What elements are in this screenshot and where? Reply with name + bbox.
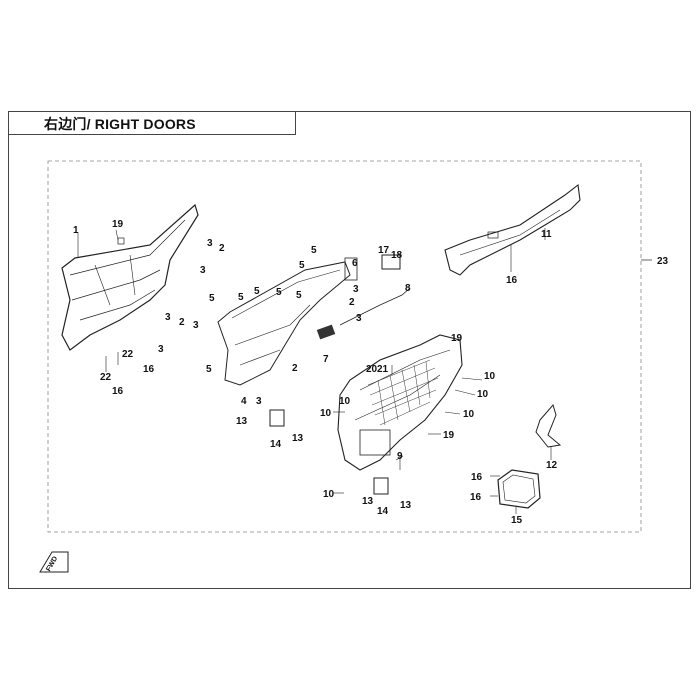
callout-c19a: 19 [112, 219, 124, 230]
door-handle [316, 324, 336, 340]
door-frame [217, 257, 358, 386]
callout-c13a: 13 [236, 416, 248, 427]
callout-c10c: 10 [463, 409, 475, 420]
callout-c16a: 16 [143, 364, 155, 375]
callout-c5h: 5 [206, 364, 212, 375]
callout-c1: 1 [73, 225, 79, 236]
callout-c10f: 10 [323, 489, 335, 500]
callout-c3c: 3 [165, 312, 171, 323]
assembly-boundary [47, 160, 642, 533]
leader-lines [77, 228, 552, 514]
callout-c22b: 22 [100, 372, 112, 383]
callout-c10a: 10 [484, 371, 496, 382]
callout-c3b: 3 [200, 265, 206, 276]
callout-c2b: 2 [179, 317, 185, 328]
callout-c16d: 16 [471, 472, 483, 483]
callout-c2d: 2 [292, 363, 298, 374]
callout-c20: 20 [366, 364, 378, 375]
fwd-arrow-icon: FWD [39, 551, 69, 573]
release-cable [339, 287, 411, 326]
door-mesh [367, 359, 439, 426]
callout-c3h: 3 [256, 396, 262, 407]
callout-c10d: 10 [320, 408, 332, 419]
callout-c22a: 22 [122, 349, 134, 360]
callout-c7: 7 [323, 354, 329, 365]
callout-c3a: 3 [207, 238, 213, 249]
access-cover [497, 469, 541, 509]
callout-c10e: 10 [339, 396, 351, 407]
upper-door-trim [444, 183, 581, 276]
callout-c11: 11 [541, 229, 552, 240]
callout-c3d: 3 [193, 320, 199, 331]
callout-c6: 6 [352, 258, 358, 269]
side-bracket [535, 403, 562, 448]
callout-c18: 18 [391, 250, 403, 261]
callout-c19b: 19 [451, 333, 463, 344]
page-frame [8, 111, 691, 589]
callout-c8: 8 [405, 283, 411, 294]
hinge-lower [373, 477, 389, 495]
outer-door-panel [61, 203, 199, 351]
callout-c5g: 5 [209, 293, 215, 304]
callout-c23: 23 [657, 256, 669, 267]
title-box [8, 111, 296, 135]
callout-c16b: 16 [112, 386, 124, 397]
callout-c4: 4 [241, 396, 247, 407]
callout-c13b: 13 [292, 433, 304, 444]
callout-c3f: 3 [353, 284, 359, 295]
callout-c5b: 5 [299, 260, 305, 271]
callout-c16e: 16 [470, 492, 482, 503]
page-title: 右边门/ RIGHT DOORS [44, 116, 196, 132]
callout-c16c: 16 [506, 275, 518, 286]
hinge-upper [269, 409, 285, 427]
latch-bracket [381, 254, 401, 270]
callout-c5d: 5 [254, 286, 260, 297]
lower-door-panel [337, 334, 463, 471]
callout-c14b: 14 [377, 506, 389, 517]
callout-c2c: 2 [349, 297, 355, 308]
callout-c17: 17 [378, 245, 390, 256]
callout-c14a: 14 [270, 439, 282, 450]
callout-c21: 21 [377, 364, 389, 375]
callout-c15: 15 [511, 515, 523, 526]
callout-c5c: 5 [238, 292, 244, 303]
callout-c19c: 19 [443, 430, 455, 441]
callout-c5a: 5 [311, 245, 317, 256]
callout-c12: 12 [546, 460, 558, 471]
callout-c13c: 13 [362, 496, 374, 507]
callout-c3e: 3 [158, 344, 164, 355]
callout-c9: 9 [397, 451, 403, 462]
callout-c2a: 2 [219, 243, 225, 254]
callout-c10b: 10 [477, 389, 489, 400]
callout-c5e: 5 [276, 287, 282, 298]
callout-c5f: 5 [296, 290, 302, 301]
svg-text:FWD: FWD [45, 555, 59, 572]
callout-c13d: 13 [400, 500, 412, 511]
callout-c3g: 3 [356, 313, 362, 324]
